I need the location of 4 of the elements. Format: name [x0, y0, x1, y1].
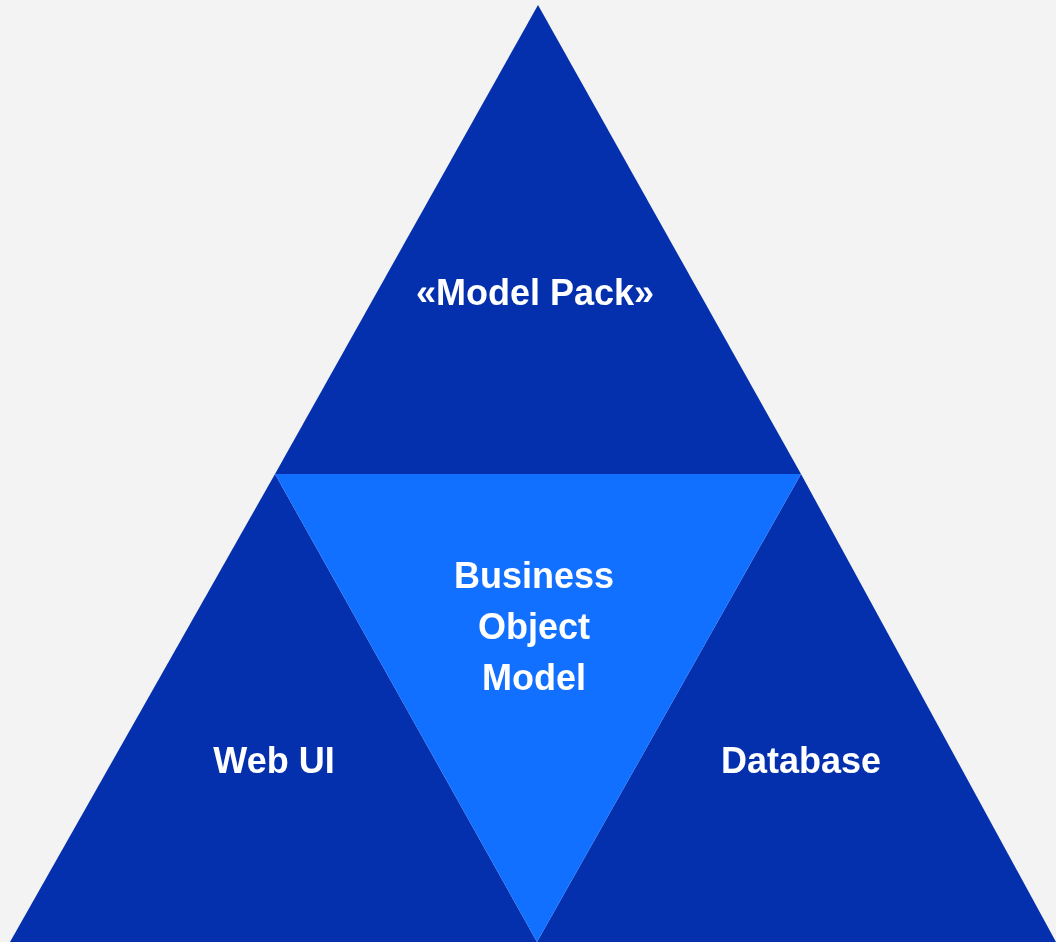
triangle-label: «Model Pack»	[415, 270, 655, 315]
triangle-label: Database	[720, 738, 882, 783]
triangle-label: Business Object Model	[453, 553, 615, 700]
triangle-label: Web UI	[213, 738, 335, 783]
